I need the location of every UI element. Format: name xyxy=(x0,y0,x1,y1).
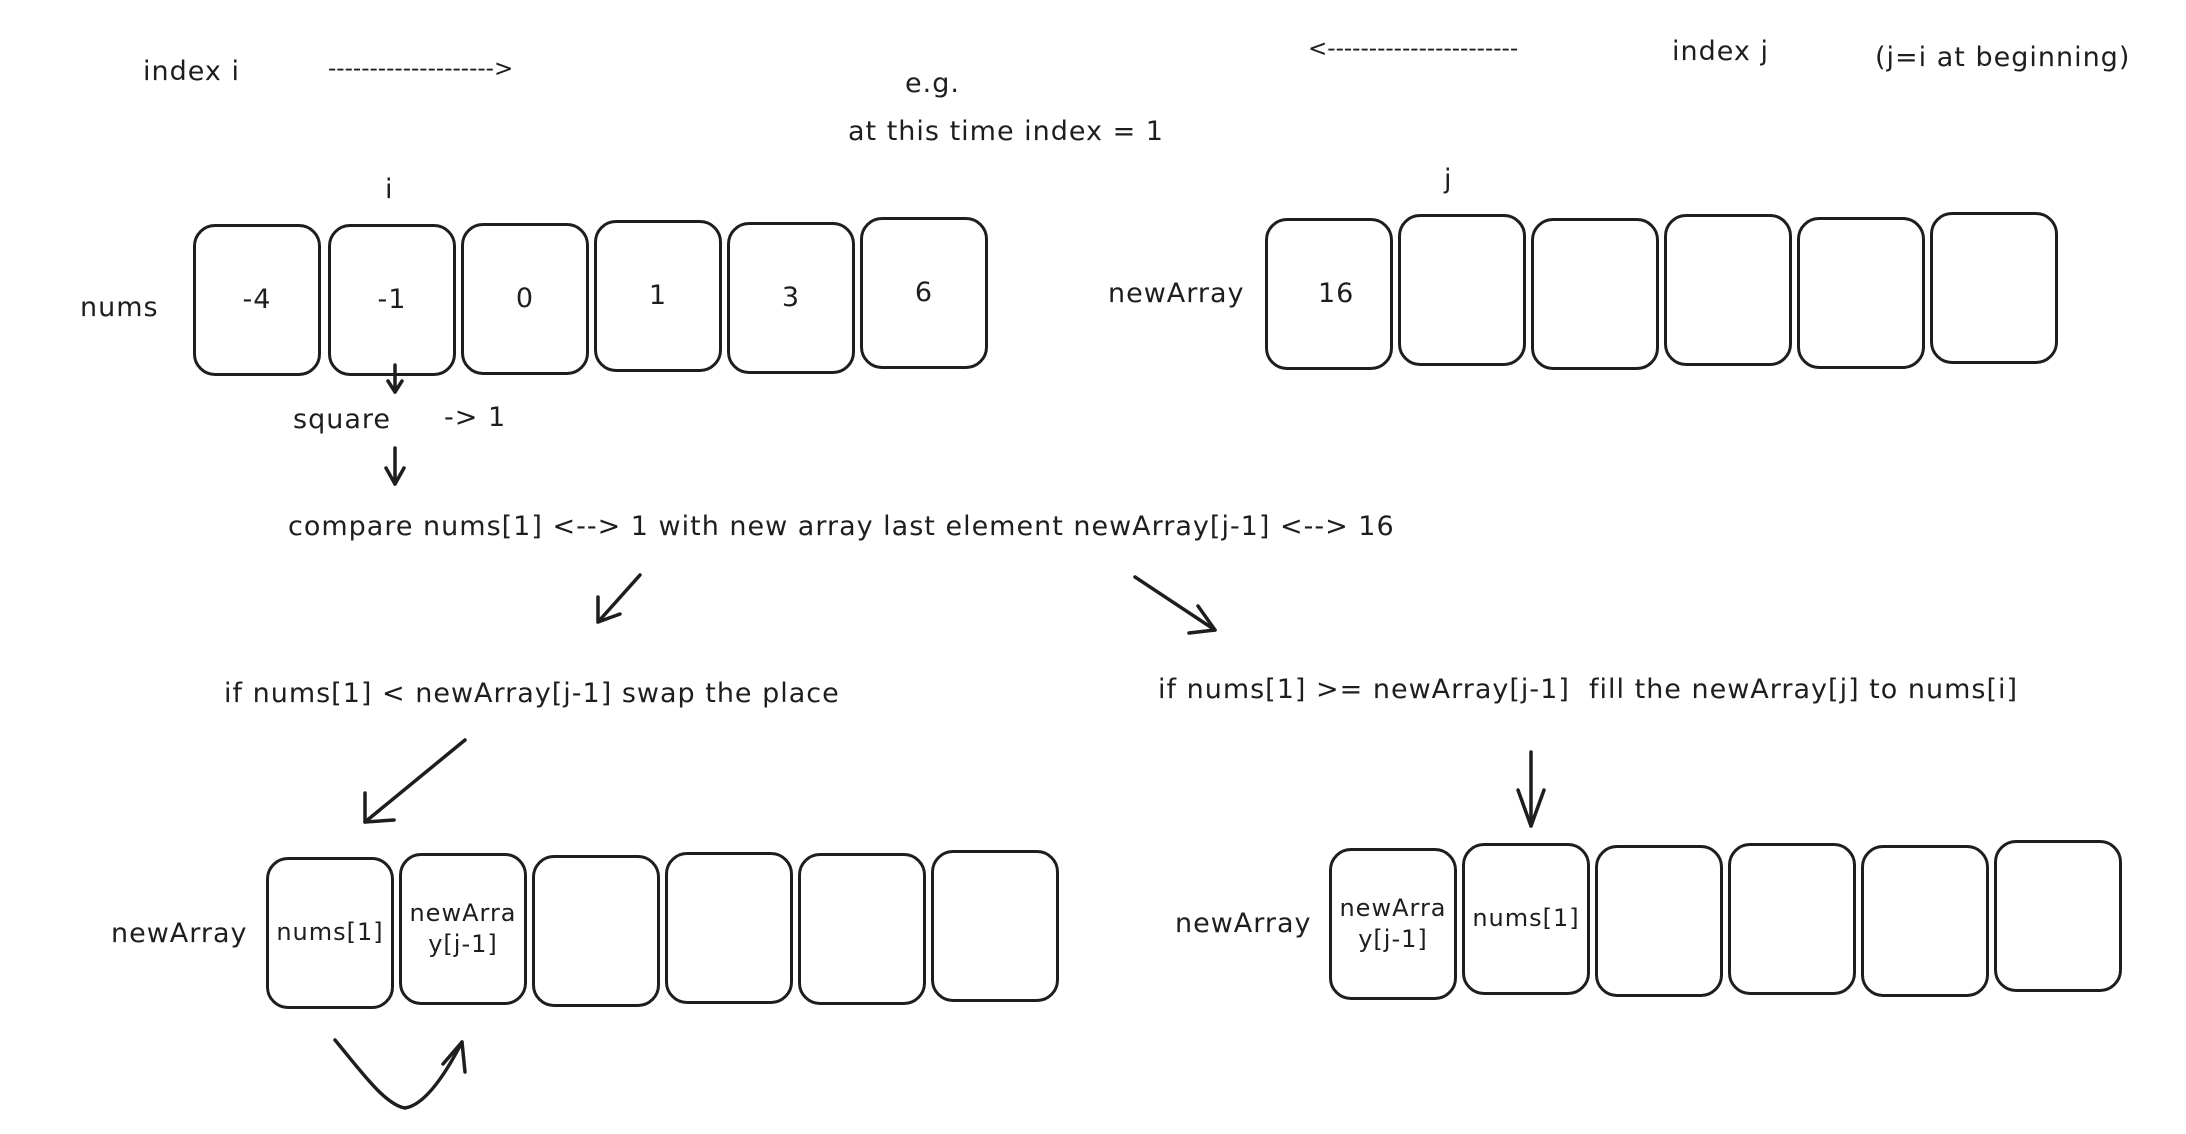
right-branch-arrow xyxy=(1133,575,1217,635)
swap-array-cell: nums[1] xyxy=(266,857,394,1009)
new-array-cell xyxy=(1664,214,1792,366)
example-description: at this time index = 1 xyxy=(848,116,1164,147)
swap-array-cell xyxy=(532,855,660,1007)
nums-cell: -1 xyxy=(328,224,456,376)
swap-array-cell xyxy=(798,853,926,1005)
index-i-direction-arrow: --------------------> xyxy=(328,56,514,82)
fill-array-cell xyxy=(1728,843,1856,995)
square-label: square xyxy=(293,404,391,435)
index-j-direction-arrow: <----------------------- xyxy=(1308,36,1519,62)
fill-array-cell: nums[1] xyxy=(1462,843,1590,995)
new-array-cell xyxy=(1930,212,2058,364)
left-branch-arrow xyxy=(596,573,642,624)
index-j-label: index j xyxy=(1672,36,1769,67)
new-array-cell xyxy=(1531,218,1659,370)
swap-array-cell xyxy=(665,852,793,1004)
nums-array-label: nums xyxy=(80,292,159,323)
fill-target-arrow xyxy=(1516,750,1546,828)
fill-new-array-label: newArray xyxy=(1175,908,1312,939)
new-array-cell xyxy=(1797,217,1925,369)
nums-cell: 3 xyxy=(727,222,855,374)
swap-target-arrow xyxy=(363,738,467,824)
square-result: -> 1 xyxy=(444,402,507,433)
new-array-cell: 16 xyxy=(1265,218,1393,370)
pointer-j-label: j xyxy=(1444,164,1453,195)
fill-array-cell xyxy=(1861,845,1989,997)
swap-array-cell xyxy=(931,850,1059,1002)
nums-cell: 0 xyxy=(461,223,589,375)
swap-curve-arrow xyxy=(333,1038,467,1110)
fill-array-cell xyxy=(1595,845,1723,997)
swap-array-cell: newArra y[j-1] xyxy=(399,853,527,1005)
example-label: e.g. xyxy=(905,68,960,99)
j-initial-note: (j=i at beginning) xyxy=(1875,42,2131,73)
new-array-cell xyxy=(1398,214,1526,366)
nums-cell: -4 xyxy=(193,224,321,376)
compare-description: compare nums[1] <--> 1 with new array la… xyxy=(288,511,1395,542)
swap-new-array-label: newArray xyxy=(111,918,248,949)
swap-condition: if nums[1] < newArray[j-1] swap the plac… xyxy=(224,678,840,709)
fill-array-cell xyxy=(1994,840,2122,992)
nums-cell: 1 xyxy=(594,220,722,372)
pointer-i-label: i xyxy=(385,174,394,205)
new-array-label: newArray xyxy=(1108,278,1245,309)
to-compare-down-arrow xyxy=(384,446,406,486)
index-i-label: index i xyxy=(143,56,240,87)
fill-condition: if nums[1] >= newArray[j-1] fill the new… xyxy=(1158,674,2019,705)
nums-cell: 6 xyxy=(860,217,988,369)
fill-array-cell: newArra y[j-1] xyxy=(1329,848,1457,1000)
